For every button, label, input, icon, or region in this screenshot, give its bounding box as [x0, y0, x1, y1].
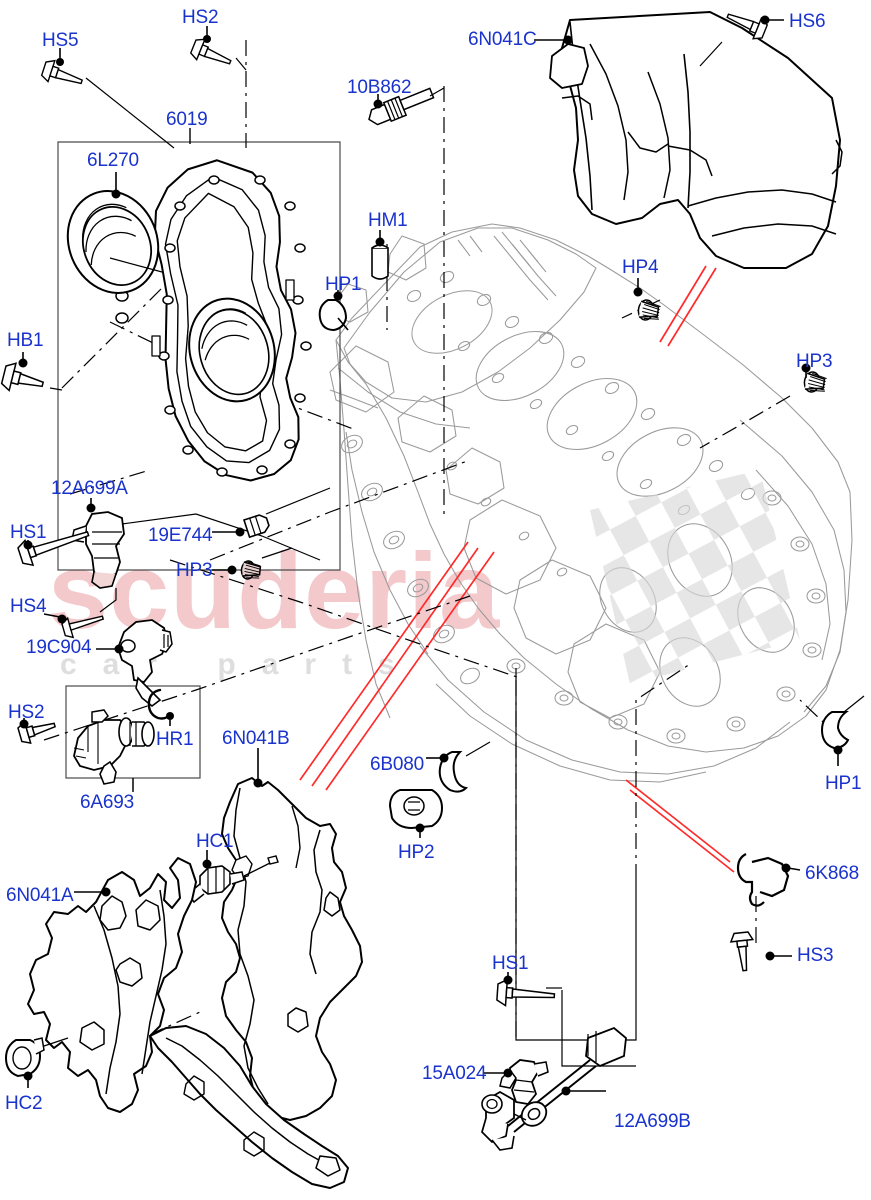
callout-hs2-top: HS2 [182, 7, 219, 28]
part-hp1-plug-upper [318, 290, 349, 332]
part-hm1-dowel [371, 230, 389, 280]
part-6019-timing-cover [115, 159, 312, 482]
part-hb1-bolt [0, 352, 63, 392]
part-6a693-solenoid [73, 709, 155, 792]
part-hs1-bolt-lower [496, 972, 556, 1007]
checker-watermark [590, 470, 800, 684]
part-6b080-seal [426, 741, 491, 793]
callout-hs2-lower: HS2 [8, 702, 45, 723]
part-hc2-grommet [4, 1037, 69, 1088]
callout-hp3-left: HP3 [176, 560, 213, 581]
part-hs1-bolt-left [17, 531, 90, 567]
callout-6n041a: 6N041A [6, 885, 74, 906]
callout-6k868: 6K868 [805, 863, 859, 884]
part-19e744-grommet [212, 487, 331, 539]
callout-hs1-lower: HS1 [492, 953, 529, 974]
part-hp3-plug-left [212, 547, 293, 580]
part-hp4-plug [633, 278, 663, 323]
callout-hc2: HC2 [5, 1093, 43, 1114]
callout-hp1-right: HP1 [825, 773, 862, 794]
callout-hp1-upper: HP1 [325, 274, 362, 295]
leader-6n041b [253, 748, 263, 788]
alignment-axes [43, 40, 841, 1049]
part-hs2-bolt-lower [17, 718, 56, 745]
callout-6a693: 6A693 [80, 792, 134, 813]
leader-6n041a [74, 887, 111, 897]
callout-6019: 6019 [166, 109, 208, 130]
part-15a024-connector [484, 1059, 549, 1105]
callout-hb1: HB1 [7, 330, 44, 351]
callout-hp2: HP2 [398, 842, 435, 863]
part-10b862-sensor [368, 87, 445, 126]
part-hs2-bolt-top [188, 26, 247, 73]
part-hs6-bolt [699, 5, 784, 67]
part-hs4-bolt [43, 588, 117, 639]
part-19c904-sensor [96, 619, 173, 708]
callout-12a699b: 12A699B [614, 1111, 691, 1132]
callout-10b862: 10B862 [347, 77, 412, 98]
highlight-leaders [299, 265, 735, 873]
engine-block-ghost [329, 223, 853, 783]
callout-hp4: HP4 [622, 257, 659, 278]
part-hp3-plug-right [801, 363, 829, 395]
callout-19e744: 19E744 [148, 525, 213, 546]
callout-hs5: HS5 [42, 30, 79, 51]
part-12a699a-sensor [71, 498, 321, 589]
routing-lines [515, 663, 691, 1067]
callout-hs1-left: HS1 [10, 522, 47, 543]
part-6n041b-heat-shield [221, 777, 363, 1121]
part-hp1-plug-right [820, 695, 865, 766]
callout-hs6: HS6 [789, 11, 826, 32]
part-12a699b-harness [481, 1026, 627, 1151]
callout-15a024: 15A024 [422, 1063, 487, 1084]
callout-6l270: 6L270 [87, 150, 139, 171]
part-hp2-plug [388, 789, 444, 838]
part-hr1-circlip [147, 688, 174, 726]
callout-6n041c: 6N041C [468, 29, 537, 50]
callout-6b080: 6B080 [370, 754, 424, 775]
callout-hc1: HC1 [196, 831, 234, 852]
part-6n041a-heat-shield [27, 857, 349, 1189]
part-6l270-oil-seal [66, 172, 163, 294]
callout-hm1: HM1 [368, 210, 408, 231]
callout-6n041b: 6N041B [222, 728, 290, 749]
part-6n041c-heat-shield [549, 11, 843, 269]
callout-19c904: 19C904 [26, 637, 92, 658]
leader-6n041c [534, 35, 573, 45]
part-hs3-bolt [729, 931, 792, 972]
callout-12a699a: 12A699A [51, 478, 128, 499]
callout-hr1: HR1 [156, 729, 194, 750]
part-hs5-bolt [39, 48, 175, 149]
callout-hs3: HS3 [797, 945, 834, 966]
callout-hs4: HS4 [10, 596, 47, 617]
part-6k868-bracket [736, 853, 801, 907]
callout-hp3-right: HP3 [796, 351, 833, 372]
